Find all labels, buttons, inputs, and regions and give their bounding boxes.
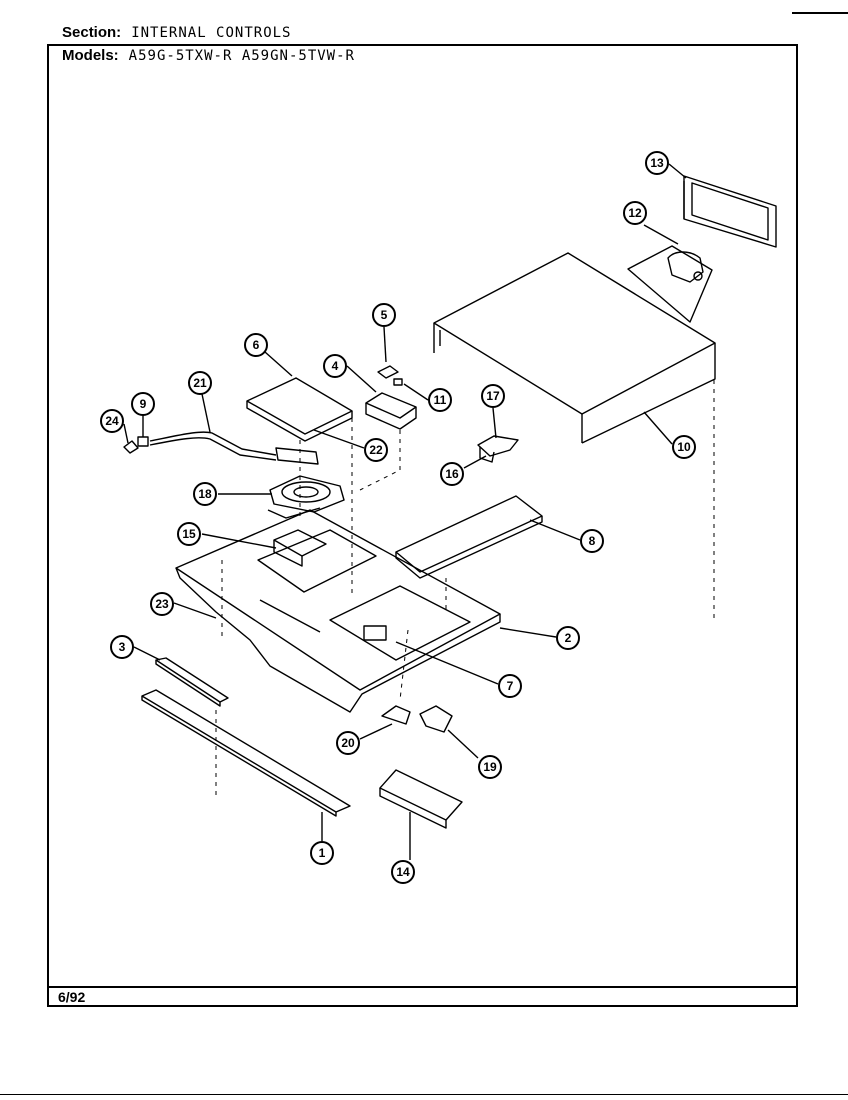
callout-8-label: 8	[589, 534, 596, 548]
callout-4: 4	[323, 354, 347, 378]
callout-13: 13	[645, 151, 669, 175]
part-clip	[381, 705, 453, 733]
callout-7: 7	[498, 674, 522, 698]
callout-24: 24	[100, 409, 124, 433]
callout-9: 9	[131, 392, 155, 416]
part-vent-frame	[683, 175, 777, 248]
callout-21-label: 21	[193, 376, 207, 390]
section-heading: Section: INTERNAL CONTROLS	[62, 24, 292, 42]
callout-23: 23	[150, 592, 174, 616]
callout-5-label: 5	[381, 308, 388, 322]
part-rail-upper	[155, 657, 229, 707]
callout-11: 11	[428, 388, 452, 412]
callout-12: 12	[623, 201, 647, 225]
callout-14-label: 14	[396, 865, 410, 879]
callout-19-label: 19	[483, 760, 497, 774]
part-ignitor-bracket	[477, 435, 519, 463]
footer-rule	[47, 986, 798, 988]
callout-14: 14	[391, 860, 415, 884]
callout-13-label: 13	[650, 156, 664, 170]
corner-rule	[792, 12, 848, 14]
models-heading: Models: A59G-5TXW-R A59GN-5TVW-R	[62, 47, 355, 65]
callout-5: 5	[372, 303, 396, 327]
part-base-pan	[175, 509, 501, 713]
callout-9-label: 9	[140, 397, 147, 411]
callout-3-label: 3	[119, 640, 126, 654]
callout-12-label: 12	[628, 206, 642, 220]
callout-1-label: 1	[319, 846, 326, 860]
callout-16: 16	[440, 462, 464, 486]
part-heat-shield	[395, 495, 543, 579]
section-value: INTERNAL CONTROLS	[131, 25, 292, 41]
callout-10-label: 10	[677, 440, 691, 454]
callout-17-label: 17	[486, 389, 500, 403]
callout-1: 1	[310, 841, 334, 865]
part-plate	[246, 377, 353, 442]
footer-date: 6/92	[58, 989, 86, 1005]
leader-lines	[123, 163, 687, 860]
part-channel	[379, 769, 463, 829]
callout-21: 21	[188, 371, 212, 395]
callout-6: 6	[244, 333, 268, 357]
part-pan-bracket	[273, 529, 327, 567]
callout-23-label: 23	[155, 597, 169, 611]
callout-17: 17	[481, 384, 505, 408]
callout-19: 19	[478, 755, 502, 779]
callout-24-label: 24	[105, 414, 119, 428]
callout-11-label: 11	[434, 393, 447, 407]
callout-2-label: 2	[565, 631, 572, 645]
part-tubing	[123, 431, 319, 465]
callout-15: 15	[177, 522, 201, 546]
part-cover-panel	[433, 252, 716, 444]
callout-8: 8	[580, 529, 604, 553]
part-rail-lower	[141, 689, 351, 817]
callout-15-label: 15	[182, 527, 196, 541]
callout-18-label: 18	[198, 487, 212, 501]
callout-10: 10	[672, 435, 696, 459]
callout-7-label: 7	[507, 679, 514, 693]
callout-2: 2	[556, 626, 580, 650]
callout-4-label: 4	[332, 359, 339, 373]
callout-3: 3	[110, 635, 134, 659]
callout-16-label: 16	[445, 467, 459, 481]
page-bottom-rule	[0, 1094, 848, 1095]
diagram-frame	[47, 44, 798, 1007]
models-label: Models:	[62, 47, 119, 64]
assembly-lines	[215, 380, 715, 800]
part-bracket-block	[365, 365, 417, 430]
part-valve	[627, 245, 713, 323]
callout-18: 18	[193, 482, 217, 506]
callout-20: 20	[336, 731, 360, 755]
callout-22-label: 22	[369, 443, 383, 457]
section-label: Section:	[62, 24, 122, 41]
models-value: A59G-5TXW-R A59GN-5TVW-R	[128, 48, 355, 64]
callout-22: 22	[364, 438, 388, 462]
callout-20-label: 20	[341, 736, 355, 750]
callout-6-label: 6	[253, 338, 260, 352]
